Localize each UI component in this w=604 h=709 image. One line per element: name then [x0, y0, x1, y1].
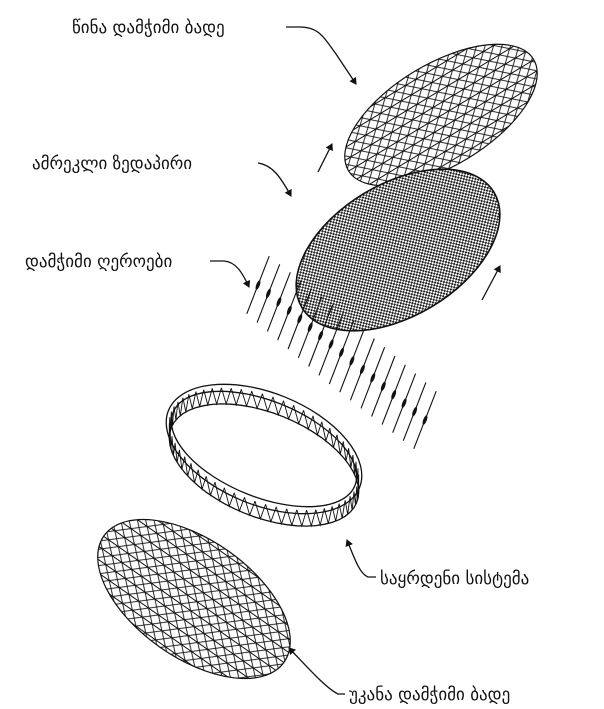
- tension-rod: [267, 272, 290, 331]
- tension-rod: [372, 356, 395, 417]
- tension-rod: [361, 347, 385, 408]
- label-reflector: ამრეკლი ზედაპირი: [32, 154, 192, 174]
- label-support: საყრდენი სისტემა: [380, 569, 529, 589]
- tension-rod: [414, 391, 436, 449]
- tension-rod: [278, 280, 301, 340]
- label-front-net: წინა დამჭიმი ბადე: [72, 18, 225, 38]
- leader-reflector: [258, 163, 291, 196]
- ring-truss: [169, 388, 358, 526]
- tension-rod: [350, 339, 374, 401]
- tension-rod: [340, 330, 364, 393]
- tension-rod: [403, 382, 426, 440]
- support-ring: [148, 358, 381, 539]
- reflector-pointer-arrow: [318, 144, 332, 172]
- tension-rod: [393, 374, 416, 433]
- leader-support: [347, 540, 376, 577]
- tension-rod: [382, 365, 405, 425]
- label-rear-net: უკანა დამჭიმი ბადე: [349, 685, 510, 705]
- tension-rod: [247, 256, 269, 314]
- leader-rods: [210, 261, 249, 287]
- tension-rod: [257, 264, 280, 322]
- leader-rear-net: [289, 648, 345, 694]
- reflector-pointer-arrow-2: [482, 266, 500, 300]
- label-rods: დამჭიმი ღეროები: [25, 252, 172, 272]
- leader-front-net: [286, 27, 356, 84]
